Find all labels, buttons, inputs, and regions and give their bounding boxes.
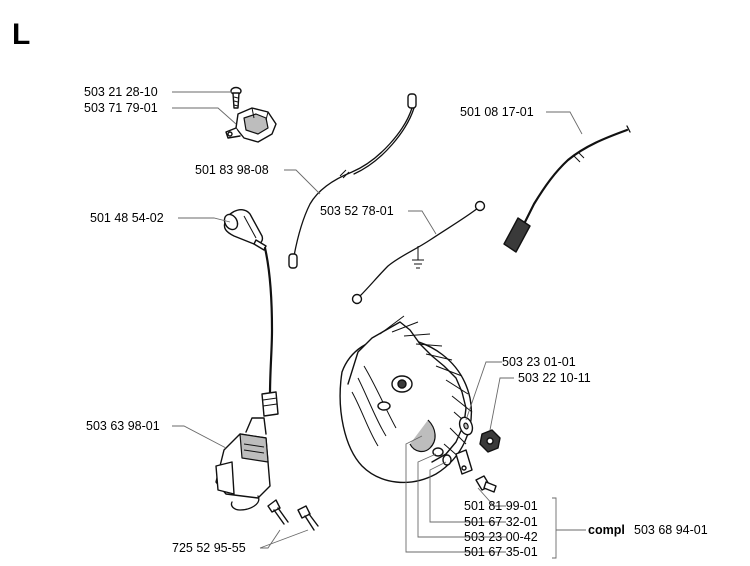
label-part-b: 501 67 32-01	[464, 515, 538, 529]
label-part-a: 501 81 99-01	[464, 499, 538, 513]
label-ground-wire: 503 52 78-01	[320, 204, 394, 218]
label-part-d: 501 67 35-01	[464, 545, 538, 559]
small-parts-drawing	[432, 416, 501, 493]
ignition-module-drawing	[215, 417, 271, 511]
module-screws-drawing	[267, 499, 319, 531]
label-ignition-cable: 501 83 98-08	[195, 163, 269, 177]
label-bracket: 503 71 79-01	[84, 101, 158, 115]
label-nut: 503 22 10-11	[518, 371, 591, 385]
label-part-c: 503 23 00-42	[464, 530, 538, 544]
plug-cap-drawing	[223, 209, 267, 251]
ground-wire-drawing	[351, 200, 486, 305]
label-cable-right: 501 08 17-01	[460, 105, 534, 119]
label-washer-big: 503 23 01-01	[502, 355, 576, 369]
section-letter: L	[12, 18, 30, 51]
flywheel-drawing	[339, 315, 473, 484]
label-compl-number: 503 68 94-01	[634, 523, 708, 537]
label-compl: compl	[588, 523, 625, 537]
label-plug-cap: 501 48 54-02	[90, 211, 164, 225]
label-screws-module: 725 52 95-55	[172, 541, 246, 555]
ignition-cable-drawing	[288, 93, 417, 269]
screw-top-drawing	[230, 86, 242, 109]
label-screw-top: 503 21 28-10	[84, 85, 158, 99]
cable-right-drawing	[503, 125, 631, 253]
label-ignition-module: 503 63 98-01	[86, 419, 160, 433]
leader-lines	[172, 91, 586, 559]
hv-lead-drawing	[261, 246, 279, 417]
bracket-drawing	[225, 107, 277, 143]
